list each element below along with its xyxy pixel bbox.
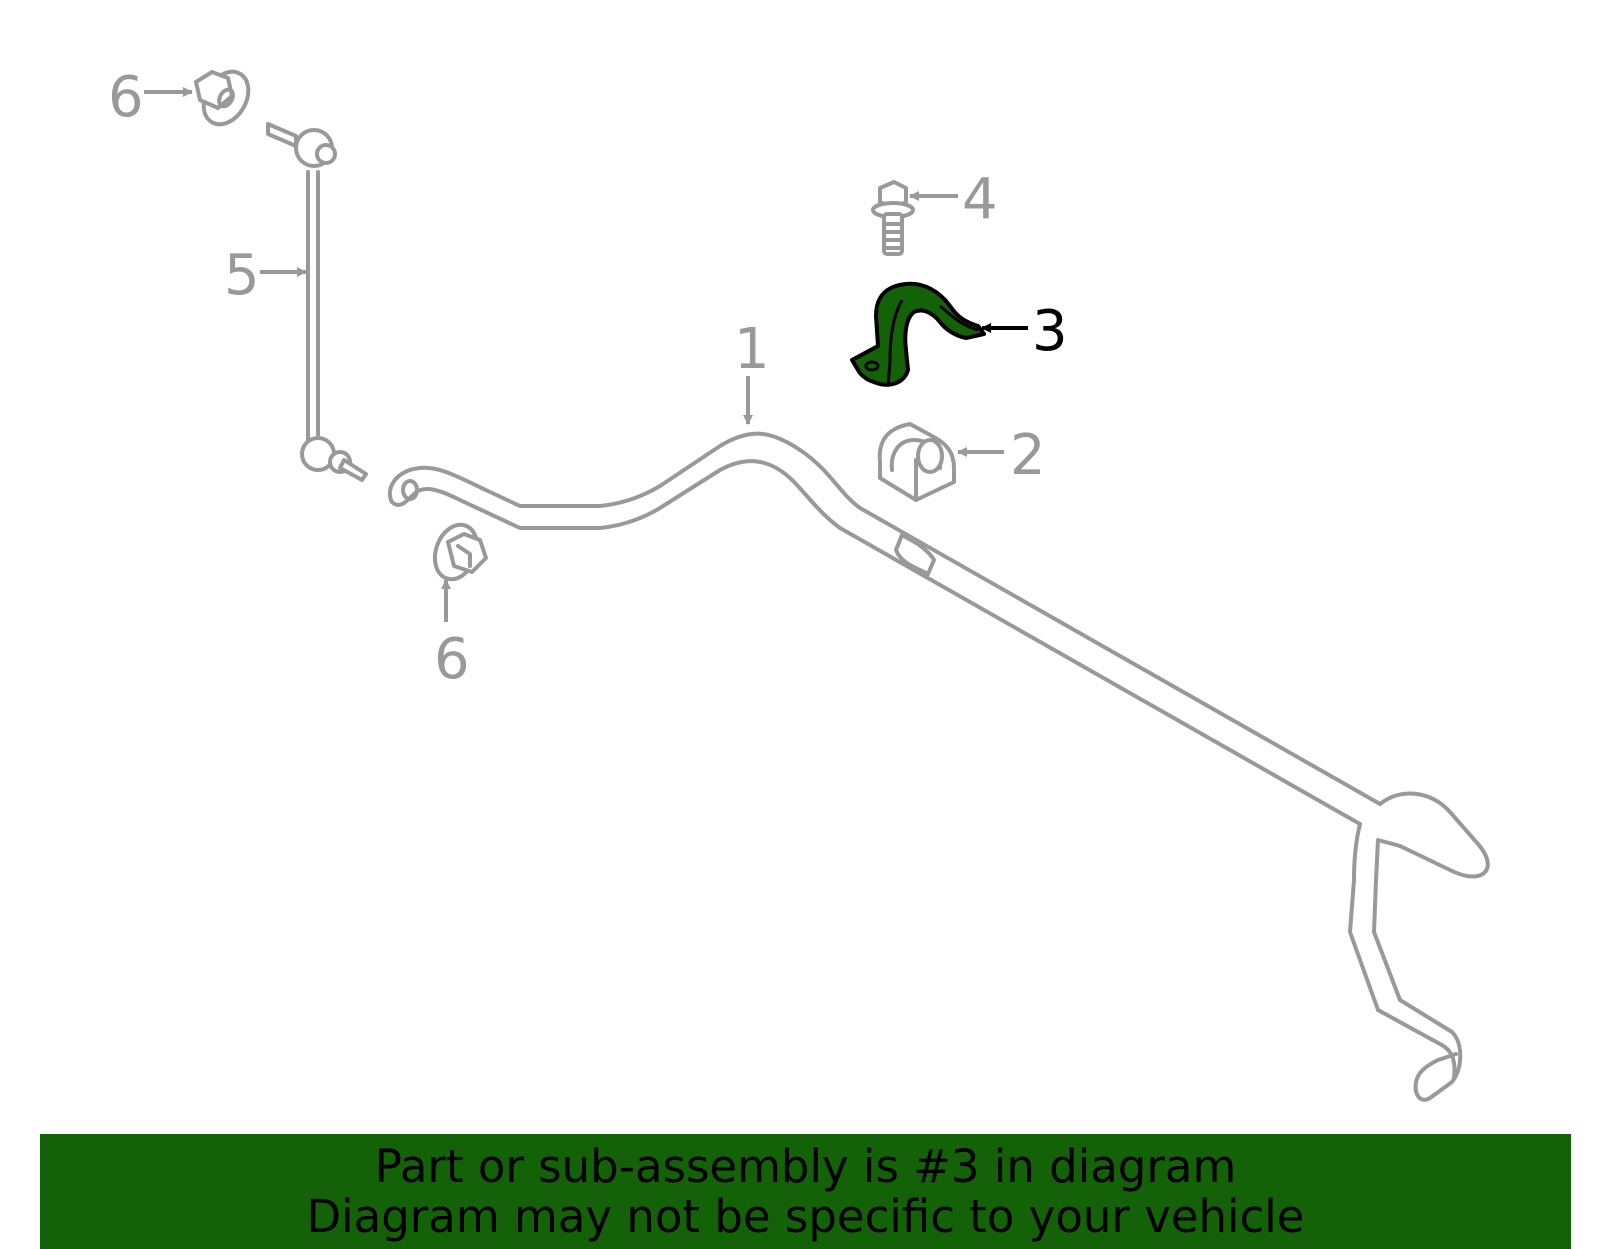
bushing	[877, 422, 956, 502]
stabilizer-bracket	[850, 281, 986, 387]
nut-bottom	[432, 522, 488, 582]
callout-1: 1	[734, 317, 770, 382]
callout-2: 2	[1010, 423, 1046, 488]
nut-top	[194, 69, 251, 127]
callout-labels: 6 5 1 4 3 2 6	[108, 65, 1068, 692]
callout-4: 4	[962, 167, 998, 232]
callout-3: 3	[1032, 299, 1068, 364]
banner-line-1: Part or sub-assembly is #3 in diagram	[374, 1140, 1237, 1193]
callout-6-bottom: 6	[434, 627, 470, 692]
callout-6-top: 6	[108, 65, 144, 130]
info-banner: Part or sub-assembly is #3 in diagram Di…	[40, 1134, 1571, 1249]
stabilizer-link	[266, 122, 368, 482]
stabilizer-bar	[387, 431, 1490, 1102]
callout-5: 5	[224, 243, 260, 308]
leader-lines	[144, 87, 1028, 622]
banner-line-2: Diagram may not be specific to your vehi…	[306, 1190, 1305, 1243]
bolt	[871, 180, 915, 256]
